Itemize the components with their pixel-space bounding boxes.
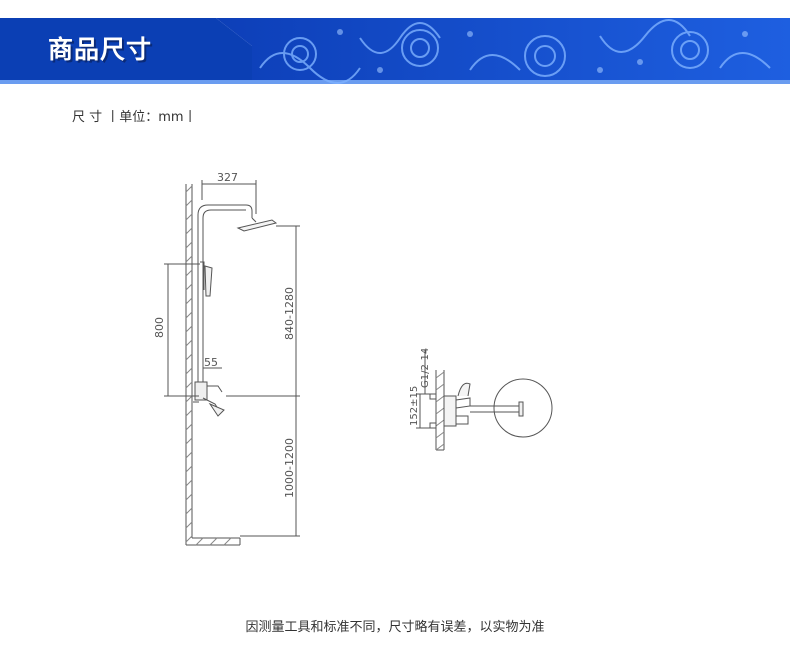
label-55: 55 [204,356,218,369]
dim-55 [202,356,222,372]
shower-dimension-diagram: 327 800 55 840-1280 1000-1200 152±15 G1/… [153,171,553,546]
label-thread: G1/2-14 [420,348,431,388]
label-327: 327 [217,171,238,184]
page-title: 商品尺寸 [48,35,153,64]
dim-1000-1200 [240,396,300,537]
wall-left [185,184,241,546]
shower-riser [193,204,278,417]
dim-327 [201,180,257,214]
header-banner [0,18,790,84]
label-152-15: 152±15 [409,386,420,426]
measurement-disclaimer: 因测量工具和标准不同，尺寸略有误差，以实物为准 [245,620,545,635]
label-840-1280: 840-1280 [283,287,296,340]
wall-right [435,370,445,451]
dim-800 [164,263,200,397]
dim-152-15 [416,393,430,429]
dimensions-unit-label: 尺 寸 丨单位：mm丨 [72,110,197,125]
label-800: 800 [153,317,166,338]
top-view-fitting [429,378,553,438]
dim-840-1280 [226,225,300,397]
label-1000-1200: 1000-1200 [283,438,296,498]
